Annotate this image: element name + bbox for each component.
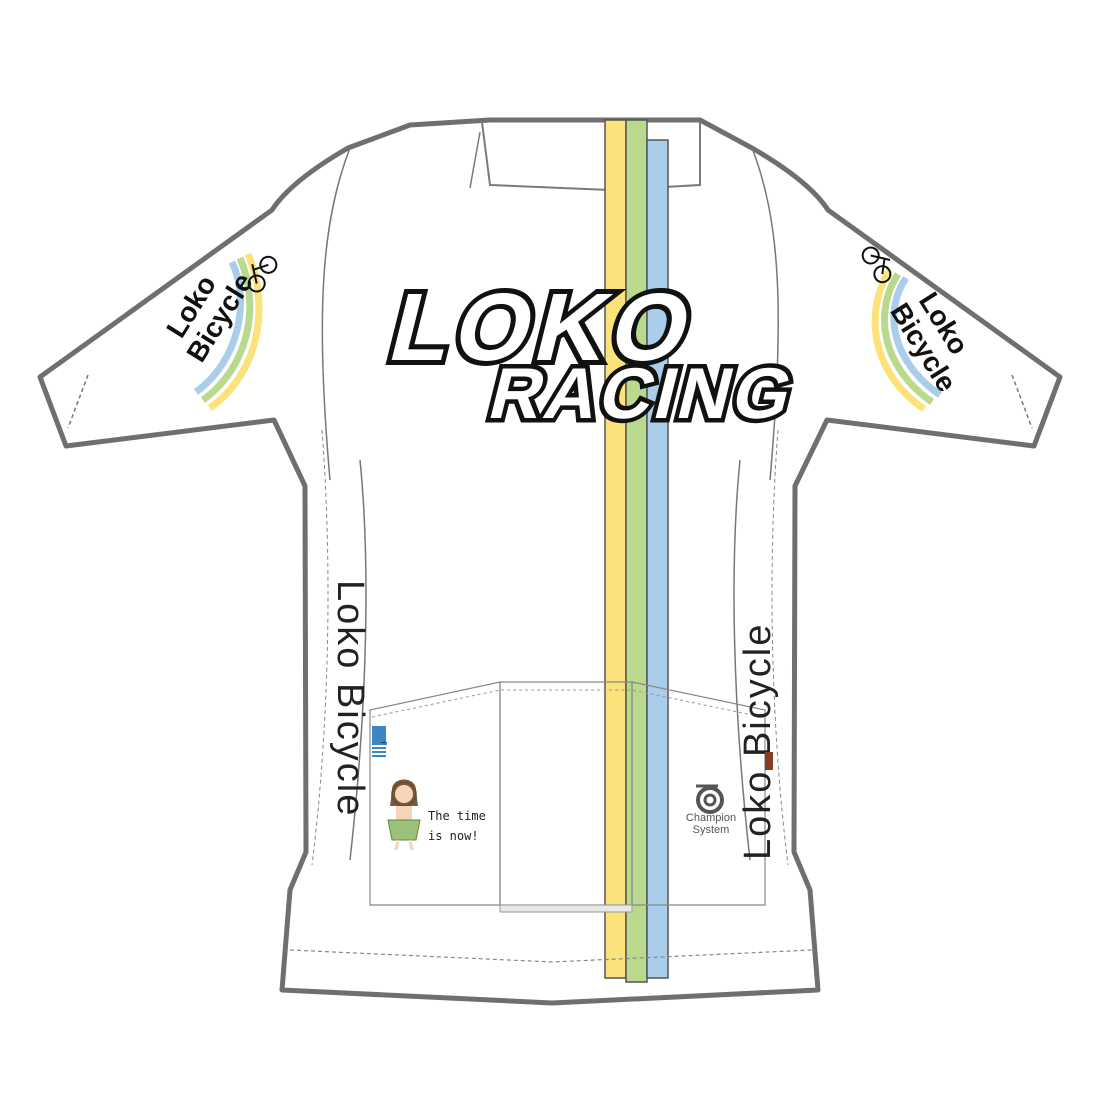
right-rainbow-green xyxy=(881,272,934,405)
left-rainbow-green xyxy=(200,256,254,403)
stripe-yellow xyxy=(604,119,627,979)
right-rainbow-blue xyxy=(890,276,943,398)
side-stitch-right xyxy=(771,429,789,866)
pocket-right xyxy=(631,681,766,906)
jersey-outline xyxy=(37,117,1063,1006)
pocket-tag-right xyxy=(765,752,773,770)
brand-line2: System xyxy=(692,824,730,836)
pocket-tag-left xyxy=(372,726,387,757)
pocket-zip xyxy=(499,904,633,913)
brand-logo-icon xyxy=(696,784,724,814)
racing-text: RACING xyxy=(482,354,804,434)
sleeve-hem-right xyxy=(1011,374,1033,429)
brand-text: Champion System xyxy=(676,812,746,836)
loko-text: LOKO xyxy=(380,273,708,380)
sleeve-hem-left xyxy=(67,374,89,429)
raglan-seam-left xyxy=(321,147,351,481)
left-rainbow-blue xyxy=(193,260,244,395)
side-seam-right xyxy=(733,459,751,861)
loko-racing-graphic: LOKO RACING xyxy=(375,268,808,438)
stripe-green xyxy=(625,119,648,983)
collar-inner xyxy=(469,131,481,189)
stripe-blue xyxy=(646,139,669,979)
right-sleeve-logo: Loko Bicycle xyxy=(861,246,975,412)
hem-stitch xyxy=(289,949,813,963)
pocket-caption: The time is now! xyxy=(428,809,486,843)
left-bicycle-icon xyxy=(247,255,278,293)
side-stitch-left xyxy=(311,429,329,866)
hula-girl-illustration xyxy=(387,779,421,851)
side-text-right: Loko Bicycle xyxy=(737,623,779,860)
side-seam-left xyxy=(349,459,367,861)
side-text-left: Loko Bicycle xyxy=(329,580,371,817)
raglan-seam-right xyxy=(751,147,780,481)
brand-line1: Champion xyxy=(685,812,737,824)
right-bicycle-icon xyxy=(861,246,892,284)
right-rainbow-yellow xyxy=(871,268,926,412)
